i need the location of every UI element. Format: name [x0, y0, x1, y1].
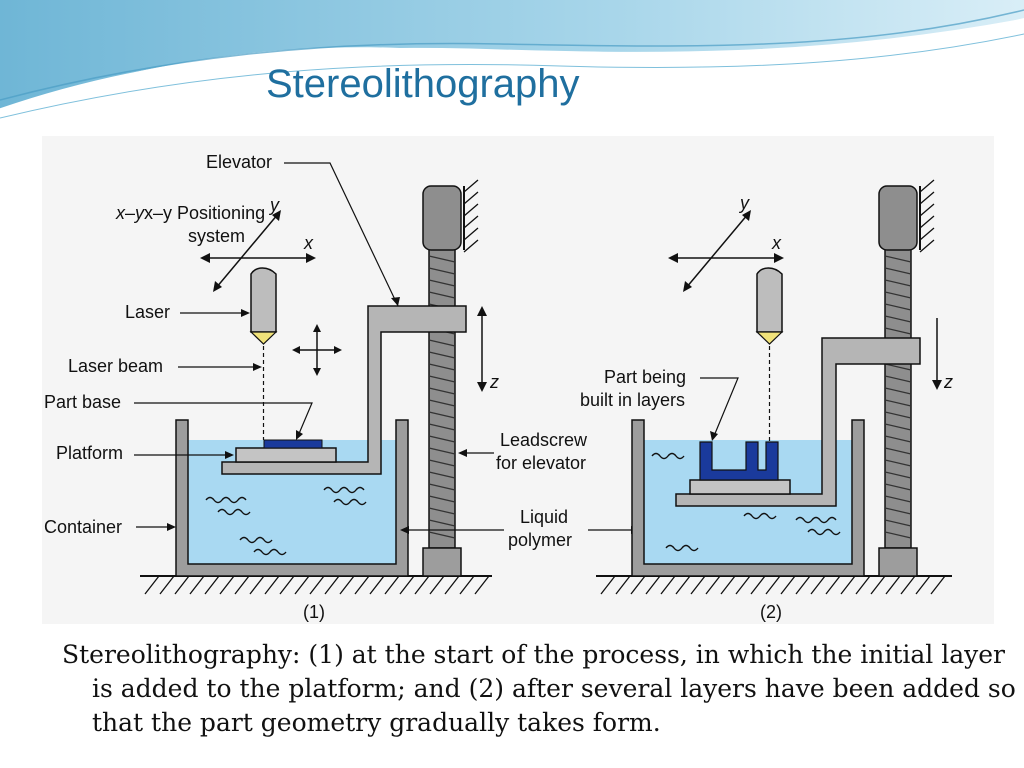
z-axis-arrow-2 — [932, 318, 942, 390]
z-axis-label-2: z — [943, 372, 953, 392]
label-liquid-polymer-2: polymer — [508, 530, 572, 550]
liquid-waves-2 — [651, 452, 841, 552]
panel-number-2: (2) — [760, 602, 782, 622]
liquid-waves-1 — [205, 486, 367, 556]
leader-part-built-arrowhead — [710, 431, 718, 441]
panel-1: x y z Elevator x–yx–y Positioning system… — [44, 152, 640, 622]
part-layers-2 — [699, 441, 779, 481]
label-leadscrew-2: for elevator — [496, 453, 586, 473]
label-xy-positioning-2: system — [188, 226, 245, 246]
label-platform: Platform — [56, 443, 123, 463]
container-2 — [631, 419, 865, 577]
label-part-base: Part base — [44, 392, 121, 412]
leader-platform-arrowhead — [225, 451, 234, 459]
platform-1 — [235, 447, 337, 463]
leader-laser-beam-arrowhead — [253, 363, 262, 371]
slide-title: Stereolithography — [266, 62, 580, 106]
figure-caption: Stereolithography: (1) at the start of t… — [62, 640, 1016, 737]
leader-laser-arrowhead — [241, 309, 250, 317]
label-part-built-1: Part being — [604, 367, 686, 387]
leader-part-base-arrowhead — [296, 430, 303, 440]
container-1 — [175, 419, 409, 577]
leadscrew-2 — [878, 179, 935, 577]
leader-part-base — [134, 402, 313, 437]
leader-elevator-arrowhead — [391, 297, 400, 306]
leader-leadscrew-arrowhead — [458, 449, 467, 457]
y-axis-label-1: y — [268, 195, 280, 215]
laser-1 — [249, 267, 278, 345]
xy-axes-1 — [200, 210, 316, 292]
platform-2 — [689, 479, 791, 495]
label-elevator: Elevator — [206, 152, 272, 172]
label-liquid-polymer-1: Liquid — [520, 507, 568, 527]
leader-liquid-polymer-left-arrowhead — [400, 526, 409, 534]
laser-2 — [755, 267, 784, 345]
leader-part-built — [700, 377, 739, 437]
leadscrew-1 — [422, 179, 479, 577]
panel-2: x y z Part being built in layers (2) — [580, 179, 953, 622]
leader-container-arrowhead — [167, 523, 176, 531]
xy-axes-2 — [668, 210, 784, 292]
leader-elevator — [284, 162, 399, 307]
label-xy-positioning-1: x–yx–y Positioning — [115, 203, 265, 223]
label-laser: Laser — [125, 302, 170, 322]
x-axis-label-2: x — [771, 233, 782, 253]
header-wave-decoration — [0, 0, 1024, 119]
four-way-arrow-icon — [292, 324, 342, 376]
label-part-built-2: built in layers — [580, 390, 685, 410]
x-axis-label-1: x — [303, 233, 314, 253]
z-axis-arrow-1 — [477, 306, 487, 392]
z-axis-label-1: z — [489, 372, 499, 392]
label-container: Container — [44, 517, 122, 537]
part-base-1 — [263, 439, 323, 449]
y-axis-label-2: y — [738, 193, 750, 213]
label-laser-beam: Laser beam — [68, 356, 163, 376]
label-leadscrew-1: Leadscrew — [500, 430, 588, 450]
stereolithography-diagram: x y z Elevator x–yx–y Positioning system… — [42, 136, 994, 624]
panel-number-1: (1) — [303, 602, 325, 622]
